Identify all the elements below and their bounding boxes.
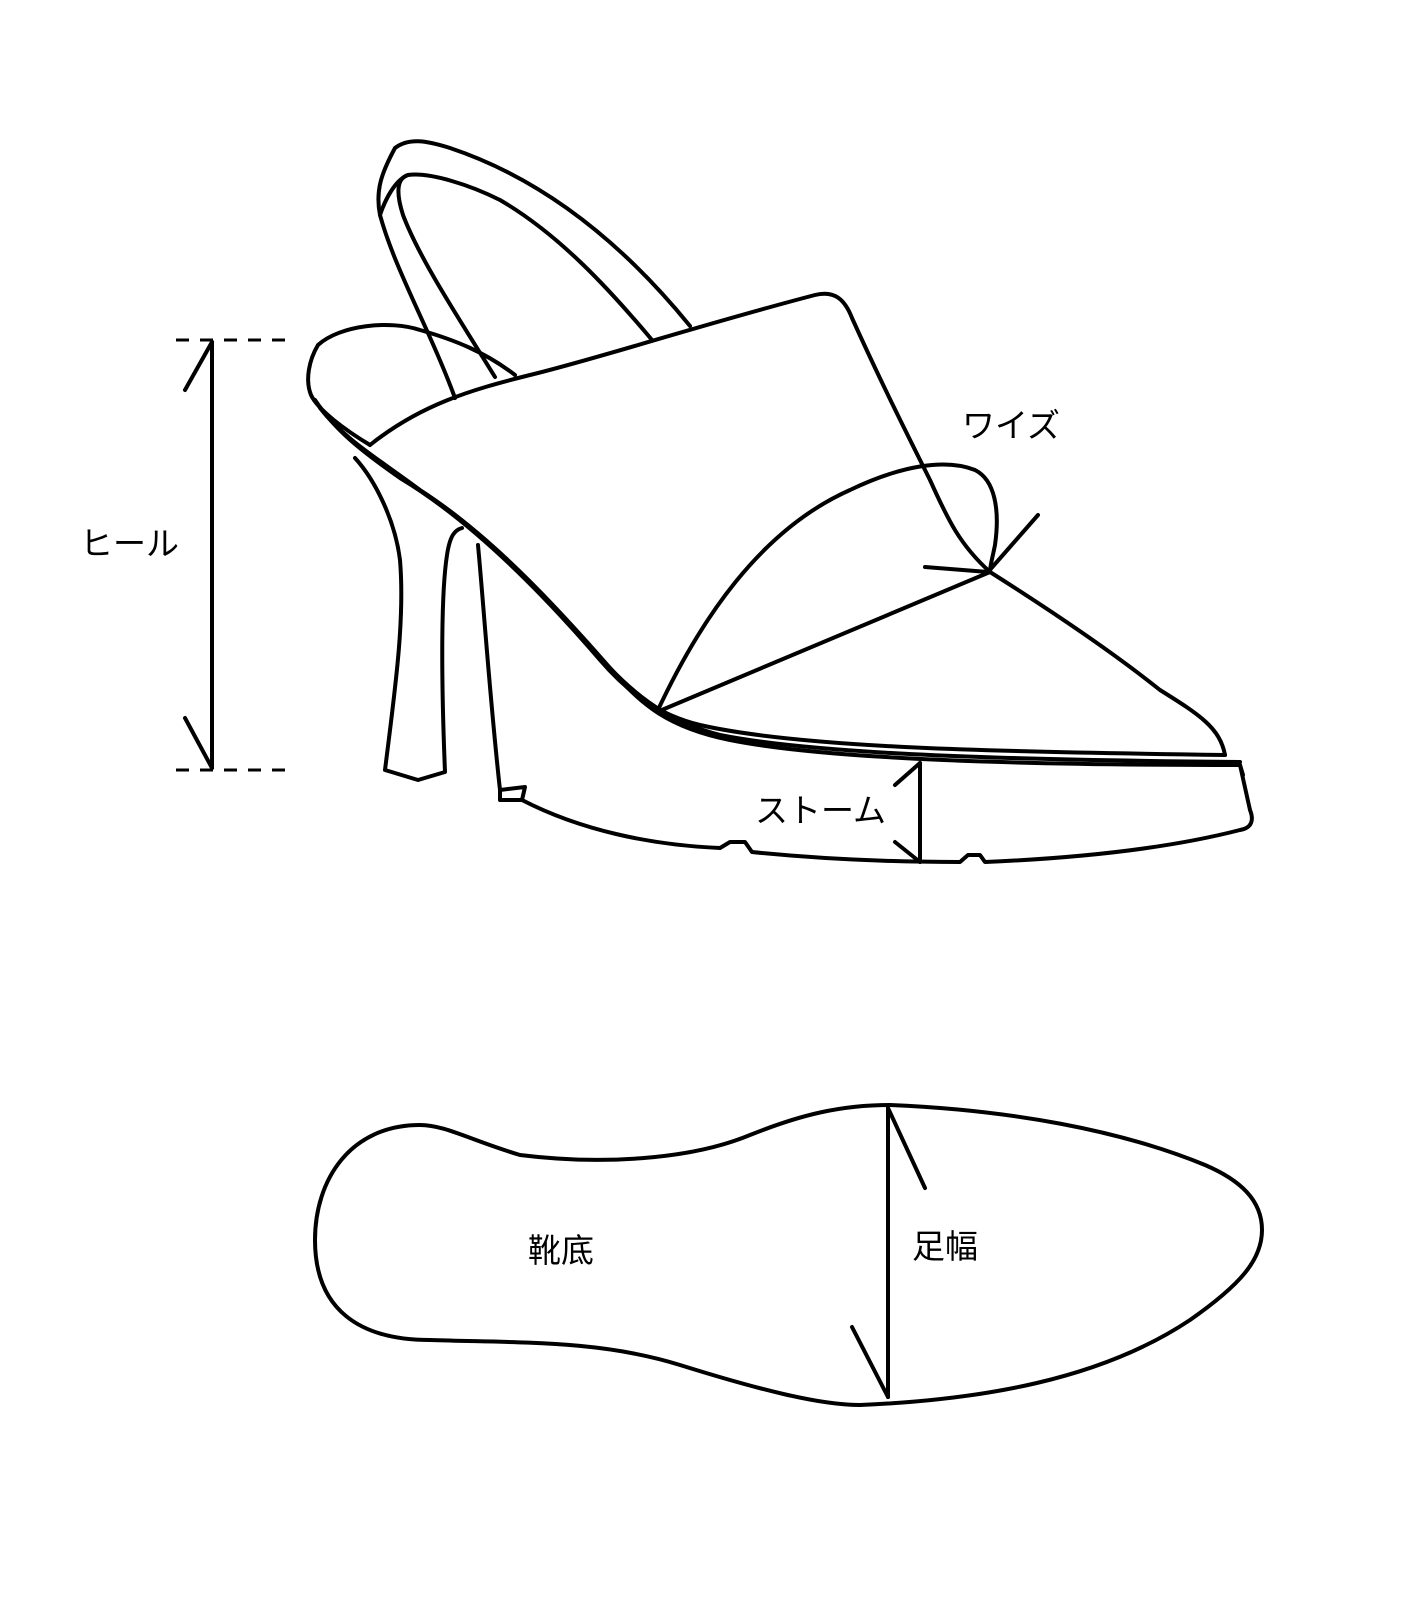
heel-label: ヒール — [80, 524, 179, 563]
sole-label: 靴底 — [528, 1231, 594, 1270]
sole-top-view: 靴底 足幅 — [313, 1103, 1264, 1407]
heel — [353, 456, 464, 782]
foot-width-label: 足幅 — [912, 1227, 978, 1266]
foot-width-arrow-top — [886, 1106, 927, 1190]
width-label: ワイズ — [962, 406, 1060, 445]
platform-arrow-top — [893, 761, 922, 787]
sole-notch — [498, 788, 524, 802]
strap-heel-joint — [378, 173, 410, 217]
platform-label: ストーム — [755, 791, 886, 830]
insole-edge — [313, 398, 1227, 757]
slingback-strap-outer — [376, 139, 692, 400]
width-arrow — [923, 513, 1040, 574]
sole-outline — [313, 1103, 1264, 1407]
platform-sole — [520, 763, 1254, 864]
heel-front — [476, 543, 527, 802]
heel-arrow-bottom — [183, 716, 214, 770]
toe-diagonal — [655, 570, 992, 714]
toe-box-top — [988, 570, 1227, 757]
toe-curve — [655, 462, 999, 714]
platform-arrow-bottom — [893, 840, 922, 864]
upper-vamp — [368, 291, 992, 574]
heel-arrow-top — [183, 340, 214, 392]
sole-top-edge — [608, 666, 1245, 777]
heel-dimension: ヒール — [80, 338, 295, 772]
shoe-side-view — [306, 139, 1254, 864]
platform-dimension: ストーム — [755, 761, 922, 864]
foot-width-arrow-bottom — [850, 1325, 890, 1399]
slingback-strap-inner — [396, 172, 654, 379]
insole-edge-inner — [318, 406, 1242, 764]
width-annotation: ワイズ — [923, 406, 1060, 574]
